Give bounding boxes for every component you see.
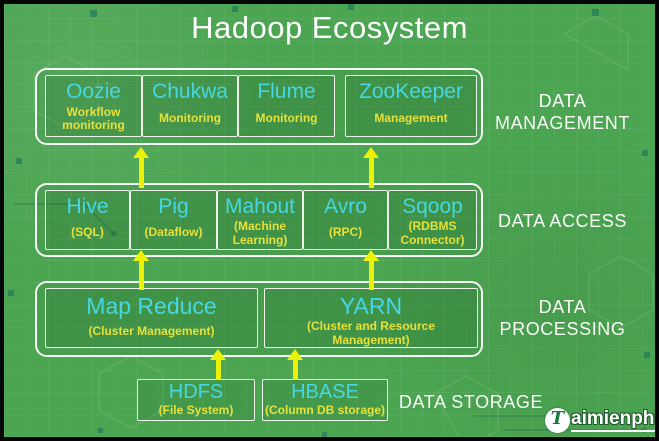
component-box-hbase: HBASE (Column DB storage) [262,379,388,421]
component-box-sqoop: Sqoop (RDBMS Connector) [388,190,477,250]
arrow-head [363,250,379,261]
arrow-head [287,349,303,360]
component-subtitle: (Machine Learning) [232,219,288,247]
component-box-hive: Hive (SQL) [45,190,130,250]
component-box-oozie: Oozie Workflow monitoring [45,75,142,137]
component-box-pig: Pig (Dataflow) [130,190,217,250]
page-title: Hadoop Ecosystem [191,10,468,45]
component-name: YARN [339,293,403,319]
component-box-chukwa: Chukwa Monitoring [142,75,238,137]
arrow-head [133,250,149,261]
component-subtitle: (RPC) [328,225,363,240]
data-processing-container [35,281,483,357]
component-name: Flume [257,80,316,103]
arrow-stem [138,157,144,188]
arrow-stem [368,260,374,290]
up-arrow-icon [287,349,303,380]
up-arrow-icon [363,250,379,290]
arrow-head [363,147,379,158]
data-access-container [35,183,483,257]
layer-label-data-access: DATA ACCESS [498,211,627,231]
component-subtitle: Monitoring [255,111,318,126]
component-subtitle: (Dataflow) [144,225,203,240]
watermark-text: aimienphi [571,408,655,432]
up-arrow-icon [210,349,226,380]
component-subtitle: Workflow monitoring [62,104,125,132]
component-name: Oozie [66,80,121,103]
component-box-yarn: YARN (Cluster and Resource Management) [264,288,478,348]
component-name: HBASE [291,381,359,403]
layer-label-data-processing: DATA PROCESSING [499,297,626,339]
up-arrow-icon [133,250,149,290]
component-name: Chukwa [152,80,228,103]
arrow-head [210,349,226,360]
component-name: Mahout [224,195,296,218]
component-subtitle: (RDBMS Connector) [400,219,465,247]
arrow-stem [138,260,144,290]
component-name: HDFS [168,381,224,403]
arrow-stem [215,359,221,380]
component-box-mahout: Mahout (Machine Learning) [217,190,303,250]
component-name: Map Reduce [86,293,217,319]
data-management-container [35,68,483,145]
component-box-flume: Flume Monitoring [238,75,335,137]
watermark-taimienphi: T aimienphi .vn [545,404,655,437]
component-box-avro: Avro (RPC) [303,190,388,250]
component-name: Pig [158,195,189,218]
component-name: ZooKeeper [359,80,463,103]
logo-initial: T [550,408,565,429]
arrow-stem [292,359,298,380]
watermark-tld: .vn [647,434,656,441]
component-subtitle: Monitoring [159,111,221,126]
component-subtitle: (SQL) [71,225,104,240]
component-subtitle: (Cluster and Resource Management) [306,319,436,347]
component-box-map-reduce: Map Reduce (Cluster Management) [45,288,258,348]
arrow-stem [368,157,374,188]
up-arrow-icon [133,147,149,188]
layer-label-data-management: DATA MANAGEMENT [494,91,630,133]
component-name: Hive [66,195,109,218]
component-name: Avro [324,195,367,218]
component-box-hdfs: HDFS (File System) [137,379,255,421]
taimienphi-logo-icon: T [545,407,570,433]
component-subtitle: (File System) [158,402,234,417]
arrow-head [133,147,149,158]
component-name: Sqoop [402,195,463,218]
layer-label-data-storage: DATA STORAGE [398,392,544,412]
component-box-zookeeper: ZooKeeper Management [345,75,477,137]
component-subtitle: Management [374,111,448,126]
up-arrow-icon [363,147,379,188]
component-subtitle: (Column DB storage) [265,402,385,417]
component-subtitle: (Cluster Management) [88,324,215,339]
